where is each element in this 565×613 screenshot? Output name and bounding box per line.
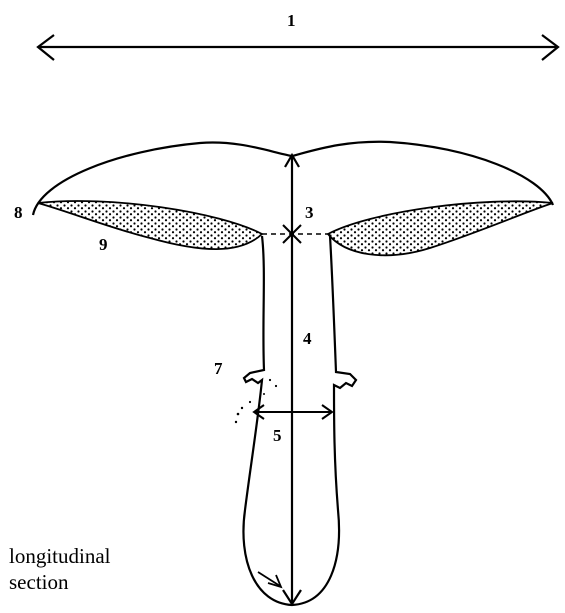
stem-outline [243, 236, 356, 605]
label-ring: 7 [214, 359, 223, 378]
caption-line-1: longitudinal [9, 543, 111, 569]
label-cap-width: 1 [287, 11, 296, 30]
ring-marks [235, 379, 277, 423]
right-gills [328, 201, 553, 255]
label-stem-length: 4 [303, 329, 312, 348]
left-gills [38, 201, 262, 249]
section-caption: longitudinal section [9, 543, 111, 595]
caption-line-2: section [9, 569, 111, 595]
stem-base-arrow [258, 572, 281, 587]
cap-width-arrow [38, 35, 558, 60]
label-cap-margin: 8 [14, 203, 23, 222]
label-stem-width: 5 [273, 426, 282, 445]
label-stem-top: 3 [305, 203, 314, 222]
label-gills: 9 [99, 235, 108, 254]
